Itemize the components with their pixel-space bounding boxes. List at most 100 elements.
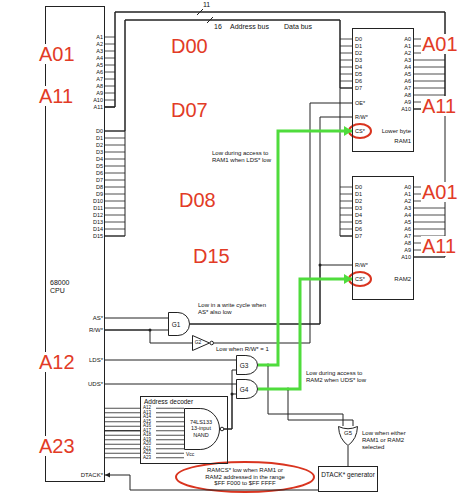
pin-label: D6 <box>355 78 362 84</box>
inverter-gate: G2 <box>192 335 214 351</box>
gate-body <box>185 409 220 450</box>
pin-label: D12 <box>83 212 103 218</box>
ram2-data-pins <box>340 187 352 236</box>
pin-label: A5 <box>391 219 411 225</box>
pin-label: A10 <box>391 254 411 260</box>
wire-path <box>190 117 352 324</box>
highlight-group <box>258 126 352 389</box>
pin-label: A1 <box>391 43 411 49</box>
pin-label: A7 <box>391 85 411 91</box>
bus-width: 16 <box>214 23 222 30</box>
cpu-address-pins <box>105 37 115 107</box>
pin-label: A2 <box>391 50 411 56</box>
nand-gate: 74LS133 13-input NAND <box>184 408 224 450</box>
note: Low during access to RAM2 when UDS* low <box>306 370 368 384</box>
node-text: G5 <box>341 430 355 437</box>
node-text: Lower byte <box>371 128 411 135</box>
wire-path <box>105 12 445 257</box>
pin-label: D13 <box>83 219 103 225</box>
pin-label: A9 <box>391 247 411 253</box>
gate-body <box>237 356 258 375</box>
and-gate: G1 <box>168 312 190 336</box>
line-callout: D08 <box>178 190 217 210</box>
signal-label: LDS* <box>81 357 103 363</box>
pin-label: D2 <box>355 198 362 204</box>
pin-label: D9 <box>83 191 103 197</box>
pin-label: D3 <box>83 149 103 155</box>
signal-wire <box>258 389 353 426</box>
or-gate: G5 <box>338 426 358 446</box>
gate-body <box>193 336 210 351</box>
pin-label: D2 <box>83 142 103 148</box>
note: RAMCS* low when RAM1 or RAM2 addressed i… <box>199 467 291 487</box>
pin-label: D7 <box>355 233 362 239</box>
pin-label: D1 <box>355 43 362 49</box>
pin-label: A23 <box>143 456 151 461</box>
bus-name: Address bus <box>230 23 269 30</box>
note: Low when either RAM1 or RAM2 selected <box>362 430 422 451</box>
line-callout: D00 <box>170 36 209 56</box>
wire-group <box>105 12 445 490</box>
inversion-bubble <box>210 341 214 345</box>
pin-label: A4 <box>391 64 411 70</box>
node-text: G4 <box>237 386 251 393</box>
signal-wire <box>348 446 349 466</box>
gate-body <box>339 427 358 446</box>
node-text: RAM2 <box>371 276 411 283</box>
signal-wire <box>105 12 445 257</box>
wire-path <box>105 360 236 361</box>
note: Low when R/W* = 1 <box>216 346 276 353</box>
signal-label: DTACK* <box>75 472 103 478</box>
signal-wire <box>105 384 236 385</box>
arrowhead <box>105 473 110 478</box>
pin-label: D0 <box>83 128 103 134</box>
signal-label: AS* <box>81 315 103 321</box>
highlight-arrow <box>258 126 352 365</box>
pin-label: OE* <box>355 100 365 106</box>
pin-label: A6 <box>391 78 411 84</box>
pin-label: A1 <box>391 191 411 197</box>
wire-path <box>190 265 352 324</box>
pin-label: A9 <box>83 90 103 96</box>
wire-path <box>258 389 353 426</box>
pin-label: D5 <box>83 163 103 169</box>
pin-label: A4 <box>83 55 103 61</box>
line-callout: A12 <box>38 352 76 372</box>
pin-label: A0 <box>391 36 411 42</box>
signal-label: UDS* <box>81 381 103 387</box>
pin-label: Vcc <box>186 452 194 457</box>
pin-label: D15 <box>83 233 103 239</box>
line-callout: A01 <box>38 44 76 64</box>
pin-label: D11 <box>83 205 103 211</box>
gate-body <box>237 380 258 399</box>
pin-label: D0 <box>355 36 362 42</box>
pin-label: A2 <box>83 41 103 47</box>
node-text: G3 <box>237 362 251 369</box>
signal-label: R/W* <box>81 327 103 333</box>
pin-label: D14 <box>83 226 103 232</box>
signal-wire <box>105 12 445 109</box>
pin-label: D10 <box>83 198 103 204</box>
node-text: DTACK* generator <box>321 471 375 478</box>
gate-outline <box>338 426 358 446</box>
pin-label: D5 <box>355 71 362 77</box>
pin-label: D4 <box>355 64 362 70</box>
signal-wire <box>224 370 236 429</box>
node-text: 68000 CPU <box>50 279 84 295</box>
pin-label: A10 <box>391 106 411 112</box>
signal-wire <box>105 20 352 236</box>
gate-body <box>169 313 190 336</box>
note: Low during access to RAM1 when LDS* low <box>212 150 272 164</box>
wire-path <box>348 446 349 466</box>
pin-label: A8 <box>391 92 411 98</box>
pin-label: A3 <box>83 48 103 54</box>
pin-label: A6 <box>391 226 411 232</box>
node-text: G1 <box>169 321 183 328</box>
pin-label: D1 <box>355 191 362 197</box>
pin-label: D3 <box>355 205 362 211</box>
cpu-chip: 68000 CPU <box>45 6 105 482</box>
decoder-address-lines <box>105 408 140 458</box>
pin-label: A5 <box>83 62 103 68</box>
